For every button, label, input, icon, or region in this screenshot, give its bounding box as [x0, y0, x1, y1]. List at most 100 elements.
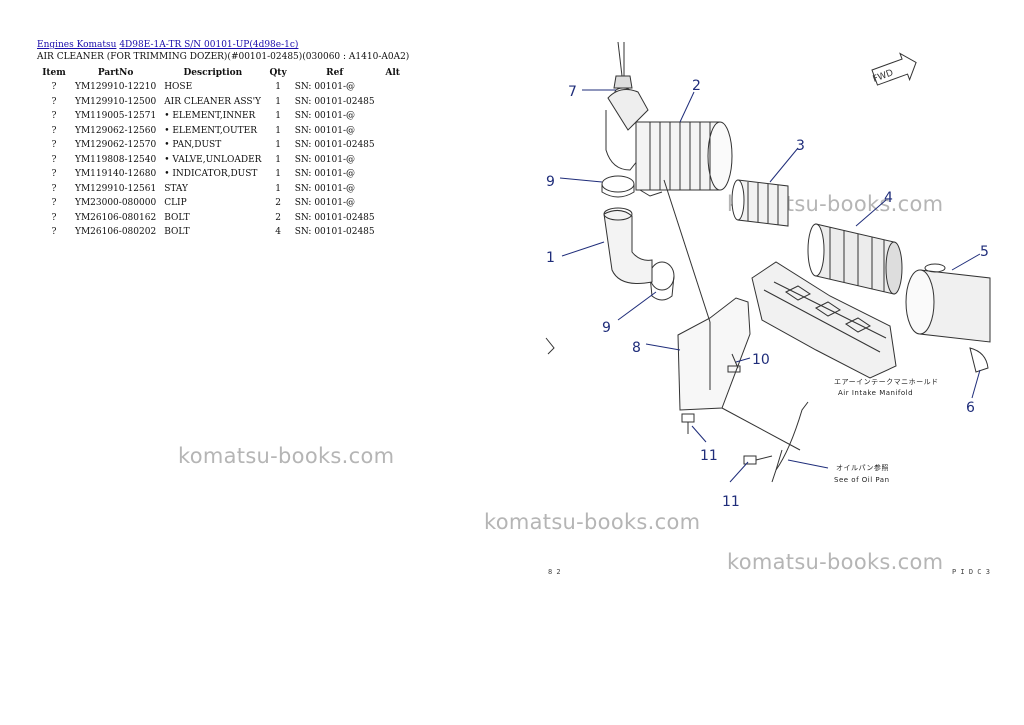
cell-alt — [379, 138, 407, 153]
cell-desc: • VALVE,UNLOADER — [164, 154, 262, 165]
cell-desc: BOLT — [164, 212, 190, 223]
watermark: komatsu-books.com — [727, 550, 944, 574]
cell-part: YM129910-12210 — [75, 82, 157, 93]
parts-table: Item PartNo Description Qty Ref Alt ?YM1… — [37, 66, 407, 240]
cell-qty: 1 — [275, 183, 281, 194]
cell-ref: SN: 00101-@ — [294, 198, 355, 209]
cell-desc: BOLT — [164, 227, 190, 238]
cell-qty: 1 — [275, 154, 281, 165]
cell-part: YM129062-12570 — [75, 140, 157, 151]
cell-item: ? — [51, 154, 57, 165]
table-header-row: Item PartNo Description Qty Ref Alt — [37, 66, 407, 80]
cell-alt — [379, 196, 407, 211]
part-dipstick-tube — [775, 401, 809, 471]
cell-qty: 1 — [275, 96, 281, 107]
col-header-item: Item — [42, 68, 66, 78]
callout-9b: 9 — [602, 320, 611, 336]
cell-qty: 1 — [275, 125, 281, 136]
intake-label-en: Air Intake Manifold — [838, 389, 913, 397]
cell-qty: 1 — [275, 82, 281, 93]
part-clip-upper — [601, 175, 635, 198]
callout-9: 9 — [546, 174, 555, 190]
callout-6: 6 — [966, 400, 975, 416]
cell-qty: 1 — [275, 169, 281, 180]
cell-desc: CLIP — [164, 198, 187, 209]
cell-part: YM119808-12540 — [75, 154, 157, 165]
cell-alt — [379, 167, 407, 182]
cell-ref: SN: 00101-@ — [294, 111, 355, 122]
cell-ref: SN: 00101-@ — [294, 169, 355, 180]
page-code-right: P I D C 3 — [952, 568, 990, 576]
cell-alt — [379, 95, 407, 110]
page-subtitle: AIR CLEANER (FOR TRIMMING DOZER)(#00101-… — [37, 52, 410, 62]
part-bolt-11a — [681, 413, 695, 434]
cell-item: ? — [51, 212, 57, 223]
part-hose — [603, 207, 653, 284]
oilpan-label-jp: オイルパン参照 — [836, 463, 889, 472]
callout-1: 1 — [546, 250, 555, 266]
oilpan-label-en: See of Oil Pan — [834, 476, 890, 484]
cell-ref: SN: 00101-@ — [294, 183, 355, 194]
callout-7: 7 — [568, 84, 577, 100]
exploded-parts-diagram: 7 2 3 9 4 5 1 9 8 10 6 11 11 FWD エアーインテー… — [545, 41, 991, 576]
breadcrumb-link-model[interactable]: 4D98E-1A-TR S/N 00101-UP(4d98e-1c) — [119, 40, 299, 50]
cell-alt — [379, 225, 407, 240]
cell-desc: • ELEMENT,OUTER — [164, 125, 257, 136]
diagram-callouts: 7 2 3 9 4 5 1 9 8 10 6 11 11 FWD エアーインテー… — [546, 68, 990, 576]
col-header-partno: PartNo — [97, 68, 134, 78]
part-air-cleaner-body — [605, 89, 733, 197]
cell-desc: • ELEMENT,INNER — [164, 111, 256, 122]
breadcrumb-link-engines[interactable]: Engines Komatsu — [37, 40, 117, 50]
breadcrumb: Engines Komatsu 4D98E-1A-TR S/N 00101-UP… — [37, 40, 298, 50]
part-intake-manifold — [751, 261, 897, 379]
table-row: ? YM129062-12560 • ELEMENT,OUTER 1 SN: 00101… — [37, 124, 407, 139]
cell-alt — [379, 124, 407, 139]
cell-part: YM26106-080202 — [75, 227, 157, 238]
cell-item: ? — [51, 140, 57, 151]
cell-qty: 4 — [275, 227, 281, 238]
callout-8: 8 — [632, 340, 641, 356]
cell-item: ? — [51, 111, 57, 122]
callout-11a: 11 — [700, 448, 718, 464]
cell-item: ? — [51, 227, 57, 238]
cell-alt — [379, 182, 407, 197]
callout-10: 10 — [752, 352, 770, 368]
part-unloader-valve — [613, 41, 633, 97]
fwd-arrow-icon — [871, 52, 917, 86]
cell-item: ? — [51, 96, 57, 107]
col-header-ref: Ref — [326, 68, 344, 78]
cell-part: YM129062-12560 — [75, 125, 157, 136]
col-header-description: Description — [183, 68, 243, 78]
cell-desc: STAY — [164, 183, 188, 194]
cell-qty: 1 — [275, 140, 281, 151]
col-header-alt: Alt — [385, 68, 400, 78]
cell-item: ? — [51, 125, 57, 136]
table-row: ? YM26106-080202 BOLT 4 SN: 00101-02485 — [37, 225, 407, 240]
cell-part: YM119005-12571 — [75, 111, 157, 122]
cell-part: YM119140-12680 — [75, 169, 157, 180]
watermark: komatsu-books.com — [178, 444, 395, 468]
cell-ref: SN: 00101-02485 — [294, 227, 375, 238]
cell-item: ? — [51, 183, 57, 194]
cell-item: ? — [51, 198, 57, 209]
part-outer-element — [807, 223, 903, 295]
cell-ref: SN: 00101-@ — [294, 125, 355, 136]
cell-ref: SN: 00101-02485 — [294, 212, 375, 223]
table-row: ? YM23000-080000 CLIP 2 SN: 00101-@ — [37, 196, 407, 211]
fwd-label: FWD — [872, 68, 895, 85]
cell-qty: 2 — [275, 198, 281, 209]
part-stay-bracket — [663, 179, 801, 451]
intake-label-jp: エアーインテークマニホールド — [834, 378, 939, 386]
cell-alt — [379, 80, 407, 95]
cell-ref: SN: 00101-02485 — [294, 96, 375, 107]
cell-alt — [379, 153, 407, 168]
cell-alt — [379, 109, 407, 124]
cell-part: YM23000-080000 — [75, 198, 157, 209]
cell-part: YM129910-12500 — [75, 96, 157, 107]
